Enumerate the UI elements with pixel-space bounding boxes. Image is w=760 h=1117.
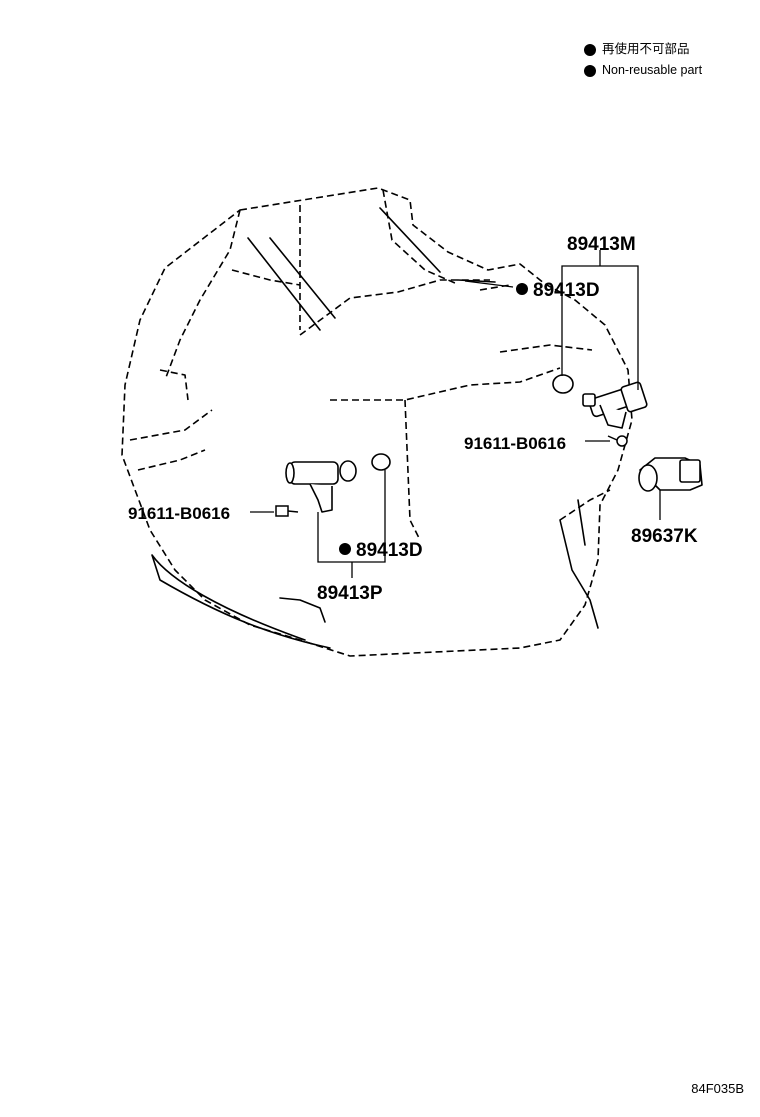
speed-sensor-89413m-drawing (582, 381, 648, 429)
non-reusable-dot-icon (584, 43, 596, 56)
legend-text-english: Non-reusable part (602, 63, 703, 77)
bolt-left-drawing (275, 505, 299, 517)
non-reusable-marker-front (339, 543, 351, 555)
speed-sensor-89637k-drawing (638, 457, 703, 492)
non-reusable-dot-icon (584, 64, 596, 77)
part-label-bolt-right: 91611-B0616 (464, 434, 566, 453)
part-label-89637k: 89637K (631, 526, 698, 547)
non-reusable-marker-rear (516, 283, 528, 295)
part-label-89413d-rear: 89413D (533, 280, 600, 301)
transmission-solid-lines (151, 207, 599, 649)
legend-item-japanese: 再使用不可部品 (584, 39, 702, 60)
bolt-right-drawing (607, 435, 628, 447)
diagram-code: 84F035B (691, 1081, 744, 1096)
o-ring-89413d-rear-drawing (552, 374, 574, 394)
legend-text-japanese: 再使用不可部品 (602, 42, 690, 56)
part-label-89413m: 89413M (567, 234, 636, 255)
part-label-89413p: 89413P (317, 583, 383, 604)
leader-lines (250, 250, 661, 578)
part-label-bolt-left: 91611-B0616 (128, 504, 230, 523)
o-ring-89413d-front-drawing (371, 453, 391, 471)
part-label-89413d-front: 89413D (356, 540, 423, 561)
speed-sensor-89413p-drawing (285, 460, 357, 513)
legend: 再使用不可部品 Non-reusable part (584, 39, 702, 81)
legend-item-english: Non-reusable part (584, 60, 702, 81)
